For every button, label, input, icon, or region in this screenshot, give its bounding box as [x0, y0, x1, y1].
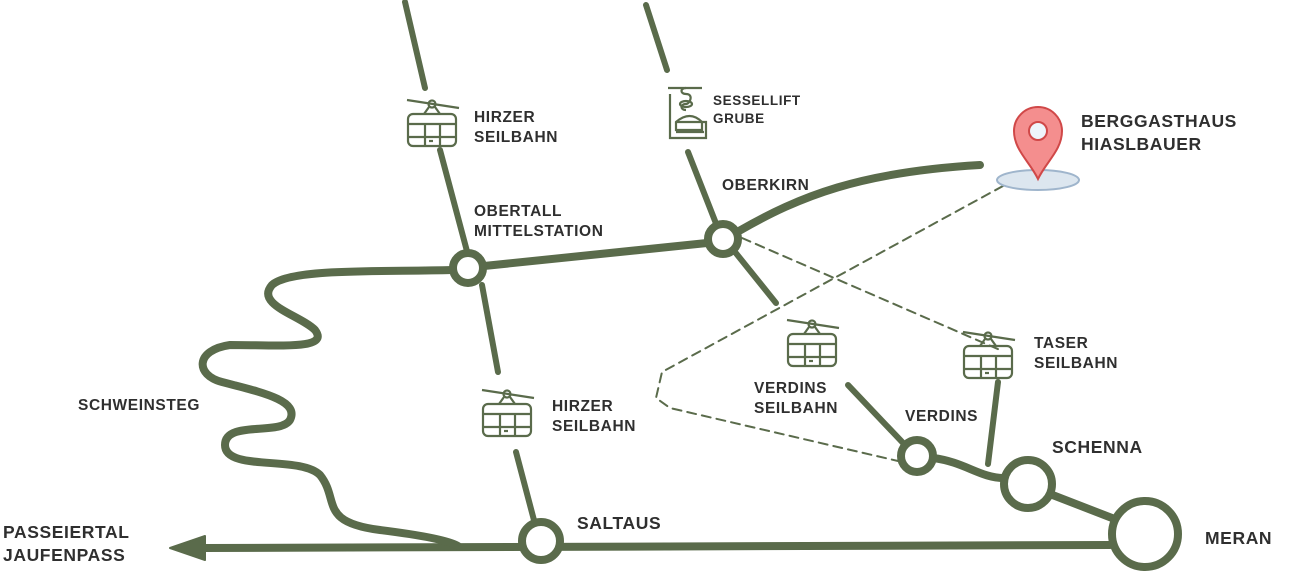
station-label-saltaus: SALTAUS	[577, 513, 662, 533]
lift-label-taser: TASER SEILBAHN	[1034, 335, 1119, 372]
station-label-schenna: SCHENNA	[1052, 437, 1143, 457]
station-obertall	[449, 249, 487, 287]
station-meran	[1108, 497, 1182, 571]
arrow-head	[169, 535, 206, 561]
road-oberkirn-hiaslbauer	[735, 161, 984, 235]
destination-label[interactable]: BERGGASTHAUS HIASLBAUER	[1081, 111, 1237, 154]
gondola-icon	[480, 388, 536, 438]
station-saltaus	[518, 518, 564, 564]
road-obertall-oberkirn	[480, 239, 711, 270]
station-label-oberkirn: OBERKIRN	[722, 177, 810, 194]
station-label-obertall: OBERTALL MITTELSTATION	[474, 203, 604, 240]
road-main	[201, 541, 1114, 552]
dashed-path-hiaslbauer	[654, 185, 1004, 462]
lift-label-sessellift: SESSELLIFT GRUBE	[713, 93, 801, 126]
road-winding	[198, 266, 462, 550]
station-oberkirn	[704, 220, 742, 258]
station-label-verdins: VERDINS	[905, 408, 979, 425]
map-pin-icon[interactable]	[996, 106, 1080, 191]
lift-label-hirzer-bottom: HIRZER SEILBAHN	[552, 398, 637, 435]
chairlift-icon	[666, 86, 708, 140]
direction-label-passeiertal: PASSEIERTAL JAUFENPASS	[3, 522, 130, 565]
road-schenna-meran	[1046, 490, 1116, 522]
lift-label-hirzer-top: HIRZER SEILBAHN	[474, 109, 559, 146]
gondola-icon	[961, 330, 1017, 380]
station-schenna	[1000, 456, 1056, 512]
gondola-icon	[785, 318, 841, 368]
gondola-icon	[405, 98, 461, 148]
station-verdins	[897, 436, 937, 476]
station-label-meran: MERAN	[1205, 528, 1273, 548]
road-verdins-schenna	[929, 454, 1008, 482]
dashed-path-oberkirn-taser	[741, 237, 1001, 351]
lift-label-verdins: VERDINS SEILBAHN	[754, 380, 839, 417]
place-label-schweinsteg: SCHWEINSTEG	[78, 397, 200, 414]
